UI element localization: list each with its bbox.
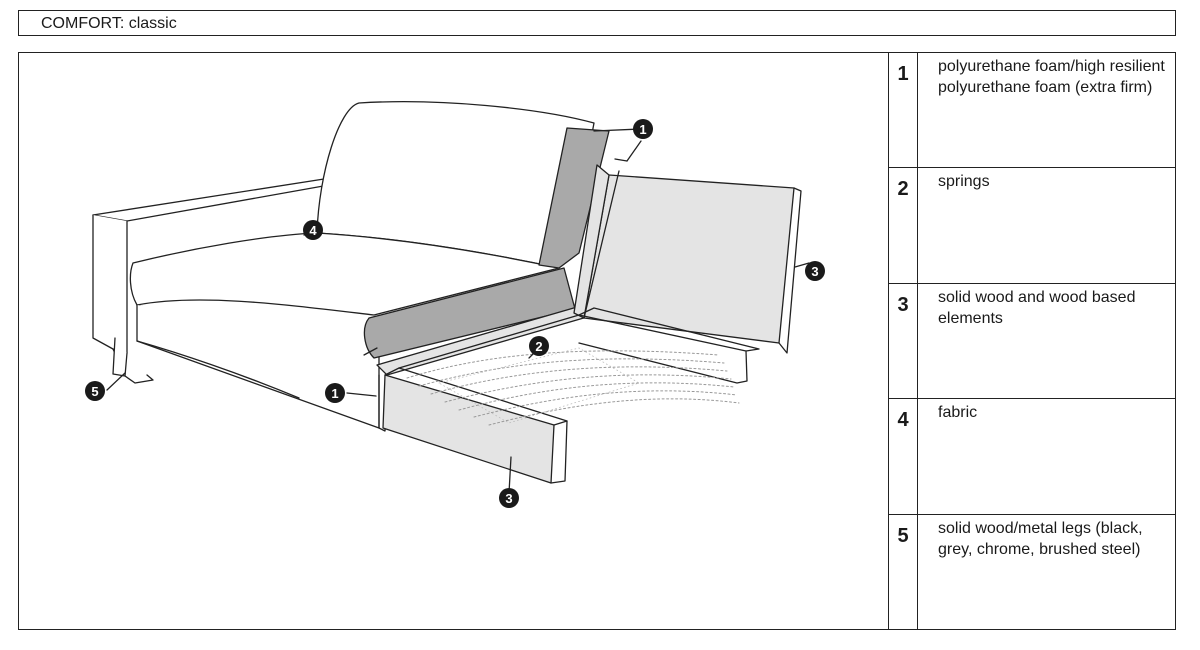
legend-number: 1 — [889, 53, 918, 167]
legend-row-4: 4 fabric — [889, 399, 1176, 515]
svg-text:1: 1 — [331, 386, 338, 401]
armrest — [92, 178, 330, 222]
legend-row-1: 1 polyurethane foam/high resilient polyu… — [889, 53, 1176, 168]
svg-text:5: 5 — [91, 384, 98, 399]
legend-number: 2 — [889, 168, 918, 283]
svg-text:3: 3 — [505, 491, 512, 506]
legend-text: solid wood/metal legs (black, grey, chro… — [938, 520, 1143, 558]
legend-row-3: 3 solid wood and wood based elements — [889, 284, 1176, 399]
svg-text:3: 3 — [811, 264, 818, 279]
legend-row-2: 2 springs — [889, 168, 1176, 284]
svg-text:4: 4 — [309, 223, 317, 238]
callout-3-back-frame: 3 — [805, 261, 825, 281]
sofa-leg — [112, 337, 128, 377]
legend-row-5: 5 solid wood/metal legs (black, grey, ch… — [889, 515, 1176, 629]
title-box: COMFORT: classic — [18, 10, 1176, 36]
callout-5-legs: 5 — [85, 381, 105, 401]
page-title: COMFORT: classic — [41, 15, 177, 32]
sofa-base — [136, 304, 380, 429]
legend-number: 4 — [889, 399, 918, 514]
callout-1-back-foam: 1 — [633, 119, 653, 139]
materials-legend: 1 polyurethane foam/high resilient polyu… — [888, 53, 1176, 629]
diagram-frame: 1 1 2 3 3 — [18, 52, 1176, 630]
callout-4-fabric: 4 — [303, 220, 323, 240]
svg-text:2: 2 — [535, 339, 542, 354]
svg-text:1: 1 — [639, 122, 646, 137]
springs — [406, 350, 740, 426]
legend-text: fabric — [938, 404, 978, 421]
callout-3-front-frame: 3 — [499, 488, 519, 508]
sofa-cutaway-drawing: 1 1 2 3 3 — [85, 101, 825, 508]
legend-number: 5 — [889, 515, 918, 629]
back-frame-panel — [583, 174, 795, 344]
legend-number: 3 — [889, 284, 918, 398]
callout-2-springs: 2 — [529, 336, 549, 356]
callout-1-seat-foam: 1 — [325, 383, 345, 403]
front-frame-panel — [382, 374, 555, 484]
legend-text: solid wood and wood based elements — [938, 289, 1136, 327]
legend-text: polyurethane foam/high resilient polyure… — [938, 58, 1165, 96]
sofa-illustration: 1 1 2 3 3 — [19, 53, 888, 629]
legend-text: springs — [938, 173, 990, 190]
